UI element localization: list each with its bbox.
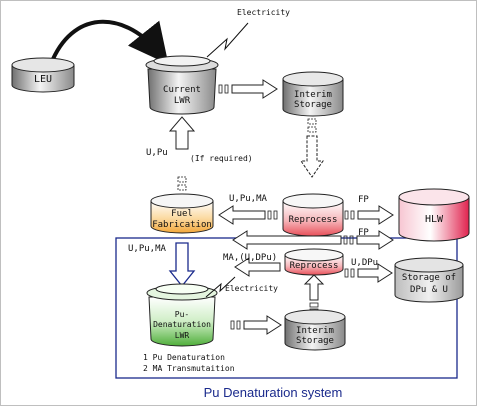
fp-lower-label: FP xyxy=(358,228,369,238)
current-lwr-label-1: Current xyxy=(163,85,201,95)
dpu-storage-label-2: DPu & U xyxy=(410,285,448,295)
pu-lwr-vessel: Pu- Denaturation LWR xyxy=(146,283,218,347)
lwr-to-storage-arrow xyxy=(218,79,278,99)
hlw-label: HLW xyxy=(425,214,444,225)
current-lwr-label-2: LWR xyxy=(174,96,191,106)
pu-lwr-label-3: LWR xyxy=(175,331,190,340)
electricity-bottom-label: Electricity xyxy=(225,284,278,293)
fuel-fabrication-label-2: Fabrication xyxy=(152,220,212,230)
pu-lwr-to-storage-arrow xyxy=(230,315,282,335)
reprocess-upper-vessel: Reprocess xyxy=(282,193,344,237)
leu-to-lwr-arrow xyxy=(51,19,169,65)
dpu-storage-label-1: Storage of xyxy=(402,273,456,283)
interim-storage-top-vessel: Interim Storage xyxy=(282,71,344,117)
storage-to-reprocess-lower-arrow xyxy=(303,274,325,314)
electricity-top-label: Electricity xyxy=(237,8,290,17)
reprocess-lower-vessel: Reprocess xyxy=(284,248,344,276)
pu-lwr-label-2: Denaturation xyxy=(153,320,211,329)
lightning-bottom-icon xyxy=(205,276,236,298)
reprocess-lower-out-arrow xyxy=(234,257,281,277)
interim-storage-bottom-vessel: Interim Storage xyxy=(284,309,346,351)
note-2: 2 MA Transmutaition xyxy=(143,364,235,373)
if-required-label: (If required) xyxy=(190,154,253,163)
leu-label: LEU xyxy=(34,74,52,85)
storage-to-reprocess-arrow xyxy=(300,118,324,178)
interim-storage-bottom-label-1: Interim xyxy=(296,326,334,336)
interim-storage-top-label-2: Storage xyxy=(294,100,332,110)
fuel-fabrication-vessel: Fuel Fabrication xyxy=(150,193,214,234)
dpu-return-arrow xyxy=(232,230,354,250)
interim-storage-top-label-1: Interim xyxy=(294,90,332,100)
u-pu-ma-lower-label: U,Pu,MA xyxy=(128,244,167,254)
hlw-vessel: HLW xyxy=(398,188,470,242)
interim-storage-bottom-label-2: Storage xyxy=(296,336,334,346)
to-pu-lwr-arrow xyxy=(168,242,196,288)
fab-to-lwr-arrow xyxy=(168,116,196,191)
note-1: 1 Pu Denaturation xyxy=(143,353,225,362)
to-dpu-storage-arrow xyxy=(344,263,393,283)
dpu-storage-vessel: Storage of DPu & U xyxy=(394,257,464,303)
ma-u-dpu-label: MA,(U,DPu) xyxy=(223,253,277,263)
current-lwr-vessel: Current LWR xyxy=(145,55,219,115)
lightning-icon xyxy=(206,22,249,58)
reprocess-to-fab-arrow xyxy=(218,205,278,225)
diagram-caption: Pu Denaturation system xyxy=(204,385,343,400)
reprocess-upper-label: Reprocess xyxy=(289,215,338,225)
leu-vessel: LEU xyxy=(11,57,75,93)
fp-upper-label: FP xyxy=(358,195,369,205)
fuel-fabrication-label-1: Fuel xyxy=(171,209,193,219)
fp-lower-arrow xyxy=(356,230,394,250)
fp-upper-arrow xyxy=(344,205,394,225)
pu-lwr-label-1: Pu- xyxy=(175,310,189,319)
u-pu-label: U,Pu xyxy=(146,148,168,158)
reprocess-lower-label: Reprocess xyxy=(290,261,339,271)
u-dpu-label: U,DPu xyxy=(351,258,378,268)
u-pu-ma-upper-label: U,Pu,MA xyxy=(229,194,268,204)
